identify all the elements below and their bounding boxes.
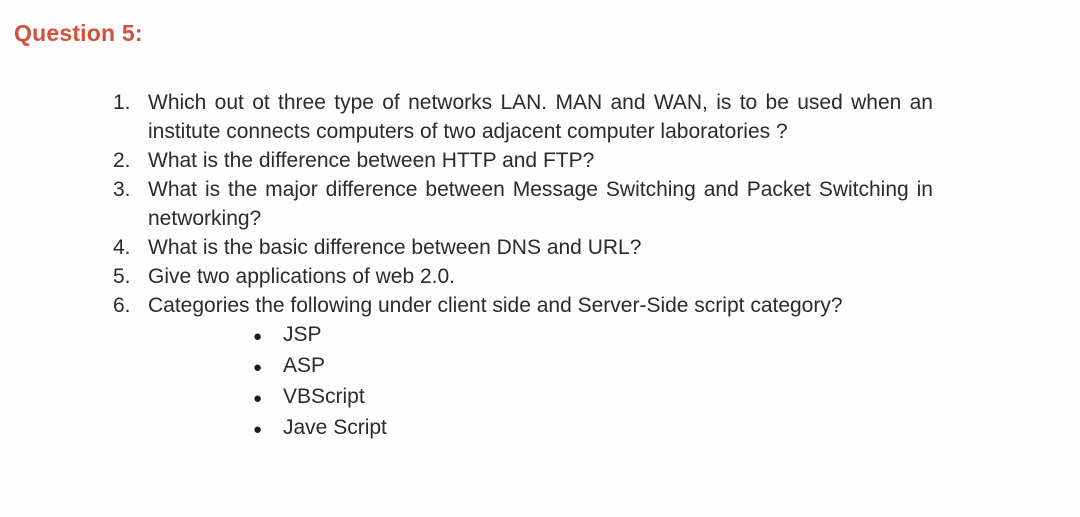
question-text: Give two applications of web 2.0. bbox=[148, 265, 456, 288]
question-number: 4. bbox=[113, 236, 131, 259]
question-number: 2. bbox=[113, 149, 131, 172]
question-text: Which out ot three type of networks LAN.… bbox=[148, 91, 933, 143]
bullet-icon: ● bbox=[253, 359, 263, 376]
question-text: Categories the following under client si… bbox=[148, 291, 933, 444]
list-item: ● Jave Script bbox=[253, 413, 933, 444]
list-item: ● VBScript bbox=[253, 382, 933, 413]
question-number: 6. bbox=[113, 294, 131, 317]
script-option-label: VBScript bbox=[283, 385, 365, 408]
question-item-4: 4. What is the basic difference between … bbox=[113, 233, 933, 262]
script-option-label: ASP bbox=[283, 354, 326, 377]
list-item: ● ASP bbox=[253, 351, 933, 382]
question-heading: Question 5: bbox=[14, 20, 143, 46]
question-text: What is the major difference between Mes… bbox=[148, 178, 933, 230]
question-list: 1. Which out ot three type of networks L… bbox=[113, 88, 933, 444]
question-item-1: 1. Which out ot three type of networks L… bbox=[113, 88, 933, 146]
question-item-2: 2. What is the difference between HTTP a… bbox=[113, 146, 933, 175]
question-text: What is the basic difference between DNS… bbox=[148, 236, 642, 259]
question-number: 3. bbox=[113, 178, 131, 201]
script-options-list: ● JSP ● ASP ● VBScript ● Jave Script bbox=[148, 320, 933, 444]
bullet-icon: ● bbox=[253, 390, 263, 407]
question-number: 5. bbox=[113, 265, 131, 288]
question-item-5: 5. Give two applications of web 2.0. bbox=[113, 262, 933, 291]
question-item-6: 6. Categories the following under client… bbox=[113, 291, 933, 444]
bullet-icon: ● bbox=[253, 328, 263, 345]
question-number: 1. bbox=[113, 91, 131, 114]
question-item-3: 3. What is the major difference between … bbox=[113, 175, 933, 233]
script-option-label: JSP bbox=[283, 323, 322, 346]
script-option-label: Jave Script bbox=[283, 416, 387, 439]
question-text: What is the difference between HTTP and … bbox=[148, 149, 595, 172]
bullet-icon: ● bbox=[253, 421, 263, 438]
question-text-line: Categories the following under client si… bbox=[148, 294, 843, 317]
list-item: ● JSP bbox=[253, 320, 933, 351]
